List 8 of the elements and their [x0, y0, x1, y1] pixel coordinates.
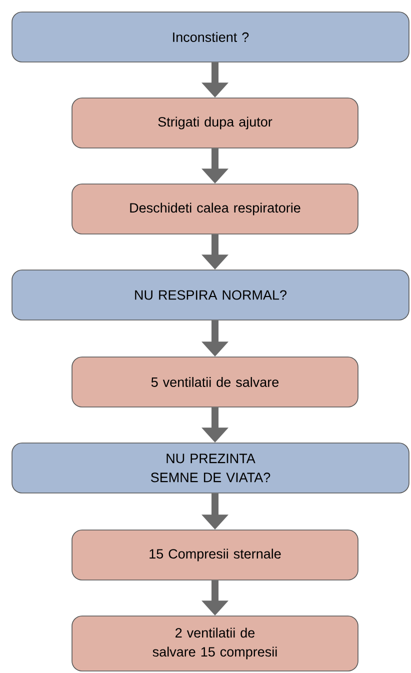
question-box: NU RESPIRA NORMAL?: [12, 270, 410, 320]
step-box: 5 ventilatii de salvare: [72, 356, 358, 408]
step-box: 15 Compresii sternale: [72, 530, 358, 580]
step-box: 2 ventilatii de salvare 15 compresii: [72, 616, 358, 672]
question-box: Inconstient ?: [12, 12, 410, 62]
step-box: Deschideti calea respiratorie: [72, 184, 358, 234]
question-box: NU PREZINTA SEMNE DE VIATA?: [12, 442, 410, 494]
step-box: Strigati dupa ajutor: [72, 98, 358, 148]
